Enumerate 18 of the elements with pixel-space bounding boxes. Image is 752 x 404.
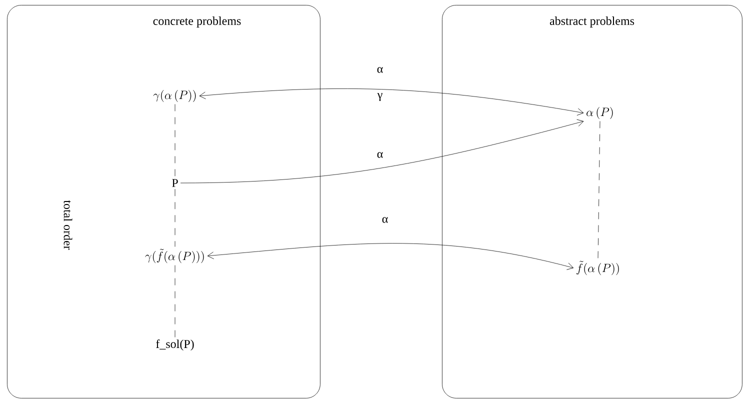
term-label: $\alpha\,(P)$ — [586, 107, 613, 119]
term-label: $\tilde{f}(\alpha\,(P))$ — [576, 260, 619, 276]
term-label: f_sol(P) — [156, 339, 194, 350]
edge-label: α — [380, 216, 390, 224]
greek-letter-label: γ — [377, 92, 382, 102]
connector-line — [174, 104, 176, 178]
term-label: $\gamma(\tilde{f}(\alpha\,(P)))$ — [145, 248, 204, 264]
edge-label: α — [376, 151, 384, 159]
connector-line — [598, 121, 600, 259]
connector-line — [174, 188, 176, 247]
arrow — [180, 119, 584, 184]
arrow — [207, 243, 574, 270]
vertical-label: total order — [64, 200, 72, 250]
arrow — [199, 88, 584, 116]
term-label: $\gamma(\alpha\,(P))$ — [153, 90, 196, 102]
term-label: P — [172, 179, 178, 187]
connector-line — [174, 265, 176, 338]
edge-label: α — [376, 66, 384, 74]
